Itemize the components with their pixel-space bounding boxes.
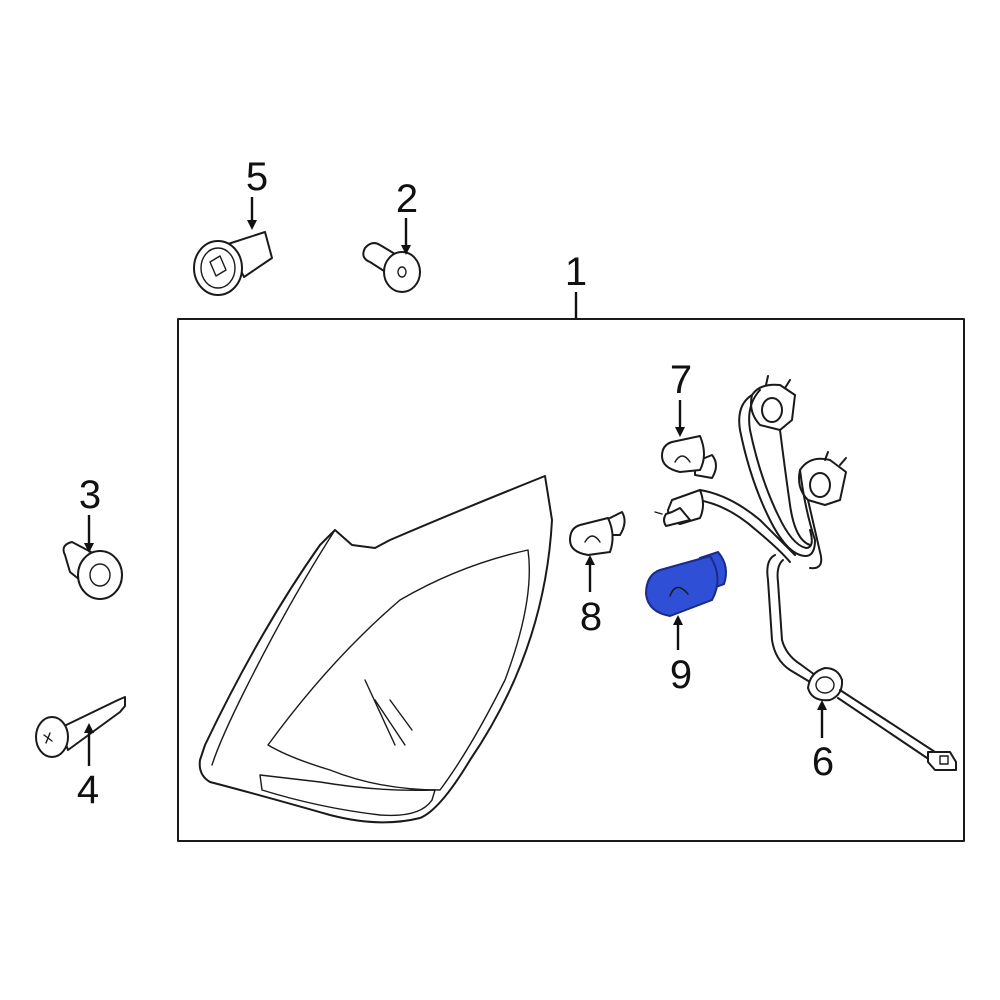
wedge-bulb-upper (661, 435, 717, 479)
callout-6: 6 (812, 740, 834, 784)
callout-4: 4 (77, 768, 99, 812)
callout-9: 9 (670, 653, 692, 697)
highlighted-bulb (644, 550, 727, 618)
wiring-harness (654, 375, 957, 771)
callout-5: 5 (246, 155, 268, 199)
tail-lamp-housing (198, 475, 553, 824)
wedge-bulb-lower (569, 511, 626, 556)
mounting-screw (35, 696, 126, 758)
callout-1: 1 (565, 250, 587, 294)
callout-2: 2 (396, 177, 418, 221)
callout-3: 3 (79, 473, 101, 517)
callout-7: 7 (670, 358, 692, 402)
callout-8: 8 (580, 595, 602, 639)
retainer-nut (62, 541, 123, 600)
assembly-frame (177, 318, 965, 842)
push-clip (193, 231, 273, 296)
mounting-pin (362, 242, 421, 293)
